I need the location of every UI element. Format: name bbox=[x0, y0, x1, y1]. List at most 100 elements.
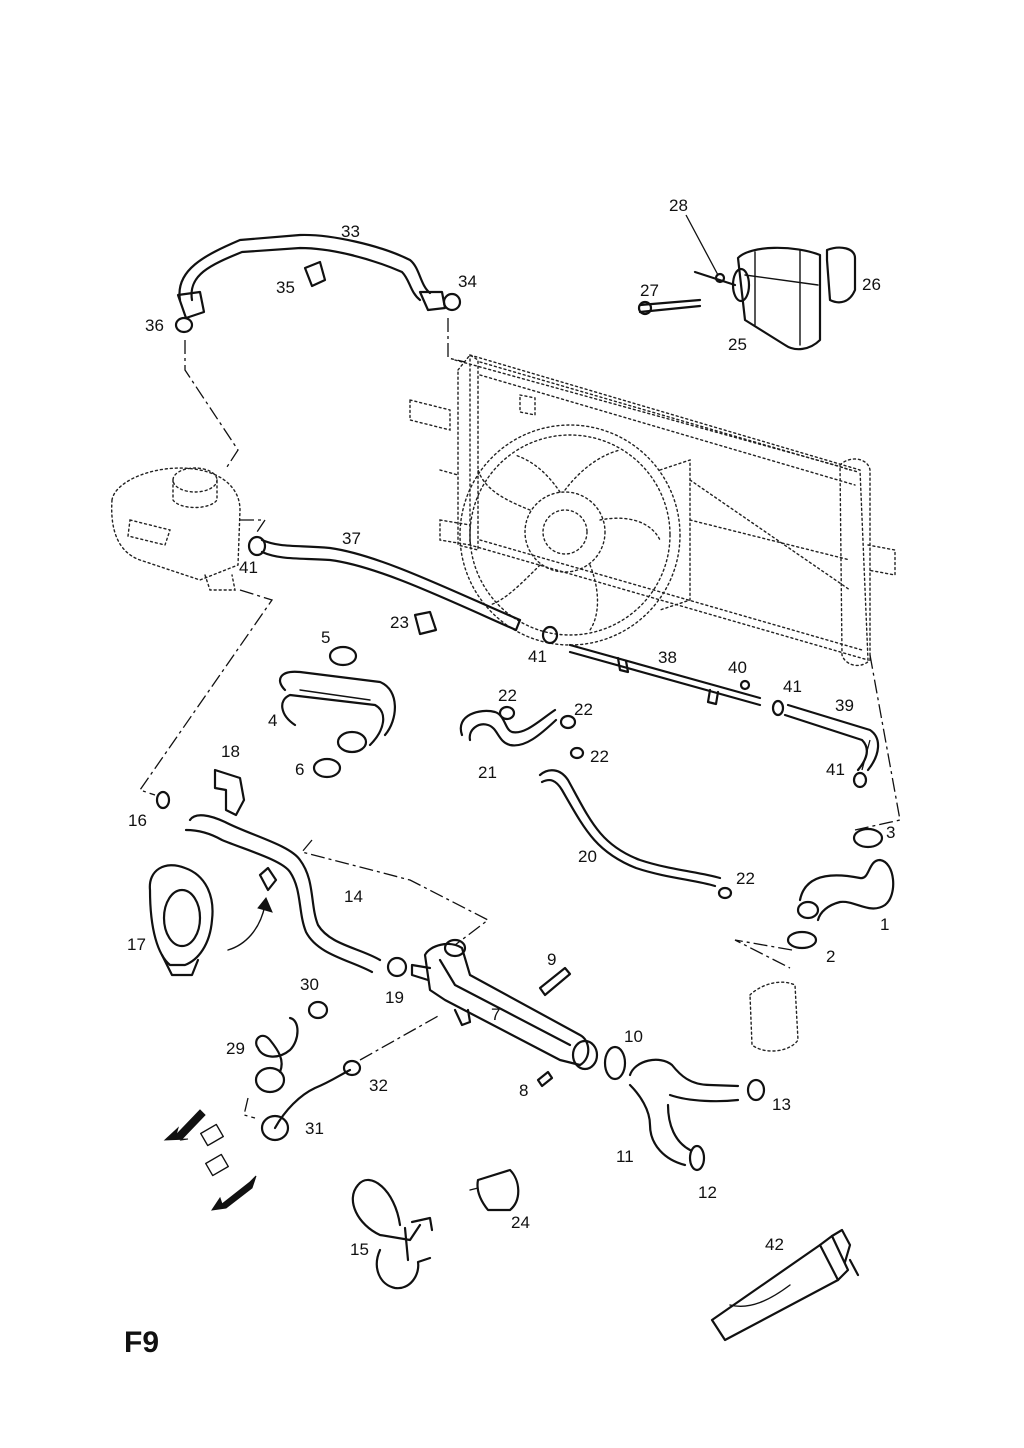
callout-18: 18 bbox=[221, 742, 240, 761]
callout-22-b: 22 bbox=[574, 700, 593, 719]
callout-7: 7 bbox=[491, 1005, 500, 1024]
clip-18 bbox=[213, 768, 246, 817]
clip-35 bbox=[303, 260, 327, 288]
clamp-3 bbox=[852, 827, 884, 849]
callout-33: 33 bbox=[341, 222, 360, 241]
clip-24 bbox=[469, 1168, 520, 1212]
clamp-30 bbox=[307, 1000, 329, 1020]
clamp-22-a bbox=[498, 705, 516, 721]
hose-1 bbox=[796, 858, 895, 922]
clamp-36 bbox=[174, 316, 194, 334]
bolt-9 bbox=[538, 966, 572, 997]
clamp-16 bbox=[155, 790, 171, 810]
clamp-22-d bbox=[717, 886, 733, 900]
guide-36-tank bbox=[184, 340, 239, 471]
callout-20: 20 bbox=[578, 847, 597, 866]
guide-34-radiator bbox=[447, 318, 466, 363]
callout-22-c: 22 bbox=[590, 747, 609, 766]
leader-28 bbox=[685, 214, 719, 276]
callout-27: 27 bbox=[640, 281, 659, 300]
guide-32-7 bbox=[359, 1014, 441, 1061]
guide-2-bracket bbox=[734, 939, 793, 969]
bracket-15 bbox=[351, 1178, 434, 1290]
callout-17: 17 bbox=[127, 935, 146, 954]
callout-22-a: 22 bbox=[498, 686, 517, 705]
thermostat-housing-icon bbox=[148, 864, 278, 977]
callout-6: 6 bbox=[295, 760, 304, 779]
hose-37 bbox=[260, 538, 522, 632]
page-code: F9 bbox=[124, 1326, 159, 1359]
callout-11: 11 bbox=[616, 1147, 634, 1166]
clamp-12 bbox=[688, 1144, 706, 1172]
callout-36: 36 bbox=[145, 316, 164, 335]
clamp-22-b bbox=[559, 714, 577, 730]
callout-31: 31 bbox=[305, 1119, 324, 1138]
callout-39: 39 bbox=[835, 696, 854, 715]
leader-41-right bbox=[861, 739, 871, 771]
callout-29: 29 bbox=[226, 1039, 245, 1058]
hose-21 bbox=[459, 708, 558, 747]
callout-10: 10 bbox=[624, 1027, 643, 1046]
callout-23: 23 bbox=[390, 613, 409, 632]
hose-33 bbox=[176, 233, 447, 320]
callout-38: 38 bbox=[658, 648, 677, 667]
hose-20 bbox=[538, 769, 722, 888]
callout-8: 8 bbox=[519, 1081, 528, 1100]
clamp-41-right bbox=[771, 699, 868, 789]
callout-32: 32 bbox=[369, 1076, 388, 1095]
callout-41-a: 41 bbox=[239, 558, 258, 577]
mount-bracket bbox=[749, 981, 799, 1052]
callout-22-d: 22 bbox=[736, 869, 755, 888]
hose-4 bbox=[278, 670, 396, 754]
oil-cooler-icon bbox=[637, 246, 857, 351]
callout-14: 14 bbox=[344, 887, 363, 906]
callout-26: 26 bbox=[862, 275, 881, 294]
callout-2: 2 bbox=[826, 947, 835, 966]
callout-9: 9 bbox=[547, 950, 556, 969]
callout-3: 3 bbox=[886, 823, 895, 842]
callout-25: 25 bbox=[728, 335, 747, 354]
callout-41-c: 41 bbox=[783, 677, 802, 696]
callout-19: 19 bbox=[385, 988, 404, 1007]
callout-16: 16 bbox=[128, 811, 147, 830]
callout-5: 5 bbox=[321, 628, 330, 647]
callout-21: 21 bbox=[478, 763, 497, 782]
clamp-32 bbox=[342, 1059, 362, 1077]
hose-29 bbox=[254, 1016, 299, 1094]
clamp-6 bbox=[312, 757, 342, 779]
callout-34: 34 bbox=[458, 272, 477, 291]
callout-41-d: 41 bbox=[826, 760, 845, 779]
callout-40: 40 bbox=[728, 658, 747, 677]
flow-arrow-icon bbox=[163, 1109, 257, 1211]
pipe-7 bbox=[410, 938, 599, 1071]
callout-4: 4 bbox=[268, 711, 277, 730]
guide-29-31 bbox=[243, 1097, 256, 1119]
clamp-2 bbox=[786, 930, 818, 950]
clamp-41-mid bbox=[541, 625, 559, 645]
radiator-fan-assembly-icon bbox=[409, 354, 896, 667]
hose-14 bbox=[184, 814, 382, 974]
callout-15: 15 bbox=[350, 1240, 369, 1259]
guide-tank-41 bbox=[240, 519, 267, 536]
clamp-22-c bbox=[569, 746, 585, 760]
callout-13: 13 bbox=[772, 1095, 791, 1114]
expansion-tank-icon bbox=[111, 467, 241, 591]
clamp-19 bbox=[386, 956, 408, 978]
clamp-41-upper bbox=[247, 535, 267, 557]
guide-radiator-3 bbox=[854, 654, 901, 831]
callout-30: 30 bbox=[300, 975, 319, 994]
guide-41-16 bbox=[138, 589, 274, 796]
guide-6-7 bbox=[300, 839, 490, 946]
callout-12: 12 bbox=[698, 1183, 717, 1202]
callout-28: 28 bbox=[669, 196, 688, 215]
callout-1: 1 bbox=[880, 915, 889, 934]
clamp-10 bbox=[603, 1045, 627, 1081]
callout-42: 42 bbox=[765, 1235, 784, 1254]
clamp-13 bbox=[746, 1078, 766, 1102]
pipe-38 bbox=[568, 643, 762, 707]
callout-37: 37 bbox=[342, 529, 361, 548]
clip-23 bbox=[413, 610, 438, 636]
bolt-8 bbox=[536, 1070, 554, 1088]
sealant-tube-icon bbox=[710, 1228, 860, 1342]
